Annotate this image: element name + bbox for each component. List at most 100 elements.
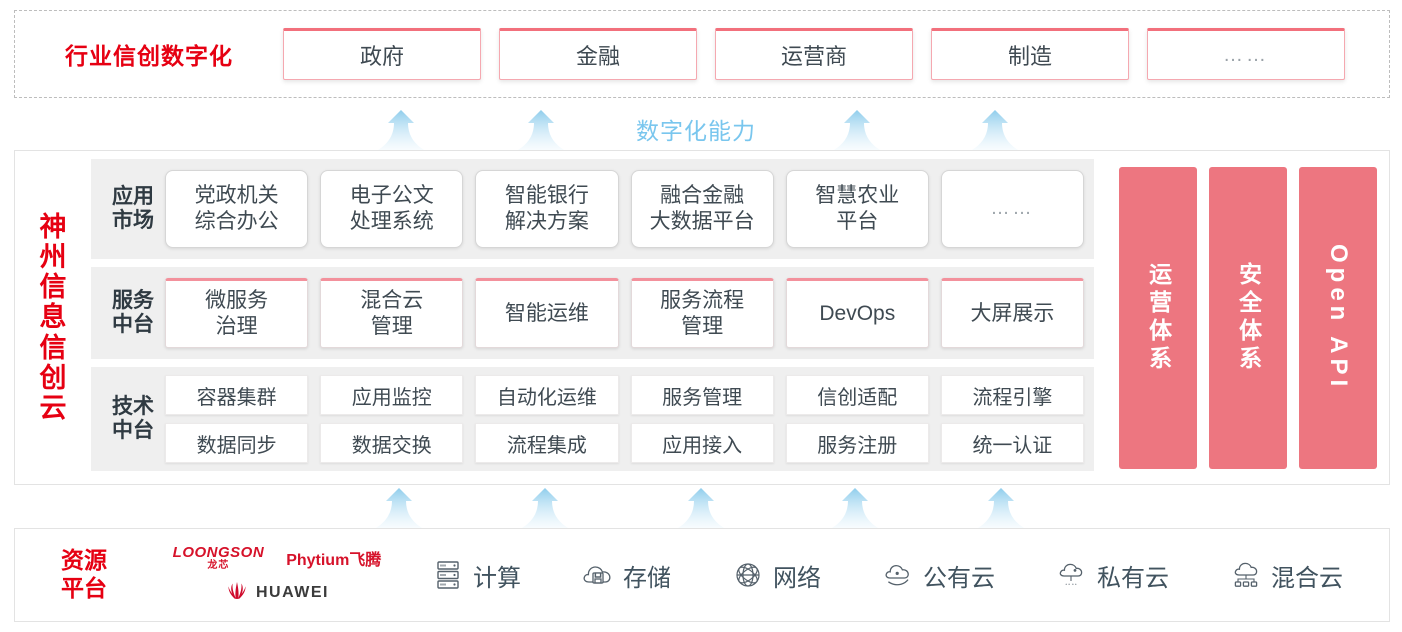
layer-label-technology-platform: 技术 中台 — [101, 395, 165, 442]
cloud-title-char: 息 — [39, 302, 67, 333]
up-arrow-icon — [978, 488, 1024, 528]
resource-item-compute[interactable]: 计算 — [431, 558, 521, 593]
layer-service-platform: 服务 中台 微服务 治理 混合云 管 — [91, 267, 1094, 359]
cloud-title-char: 创 — [39, 362, 67, 393]
phytium-logo: Phytium飞腾 — [286, 552, 382, 569]
pillar-security-system[interactable]: 安全体系 — [1209, 167, 1287, 469]
card-line: 管理 — [681, 315, 724, 338]
resource-item-label: 混合云 — [1271, 564, 1343, 592]
loongson-logo-cn: 龙芯 — [207, 560, 230, 571]
cloud-title-char: 信 — [39, 272, 67, 303]
resource-item-label: 网络 — [773, 564, 821, 592]
layer-label-line: 应用 — [112, 185, 154, 209]
industry-band-title: 行业信创数字化 — [65, 43, 233, 69]
service-card-intelligent-ops[interactable]: 智能运维 — [475, 278, 619, 348]
hybrid-cloud-icon — [1229, 558, 1263, 592]
technology-card-row: 容器集群 应用监控 自动化运维 服务管理 信创适配 流程引擎 — [165, 375, 1085, 415]
tech-card-container-cluster[interactable]: 容器集群 — [165, 375, 309, 415]
card-line: 电子公文 — [349, 184, 434, 208]
app-card-edoc-system[interactable]: 电子公文 处理系统 — [320, 170, 464, 248]
layer-label-line: 技术 — [112, 395, 154, 419]
industry-card-finance[interactable]: 金融 — [499, 28, 697, 80]
card-line: 综合办公 — [194, 210, 279, 233]
resource-item-list: 计算 存储 — [401, 558, 1389, 593]
card-line: 智能银行 — [504, 184, 589, 208]
card-line: 微服务 — [205, 289, 269, 313]
layer-label-line: 市场 — [112, 209, 154, 232]
network-icon — [731, 558, 765, 592]
service-card-hybrid-cloud-management[interactable]: 混合云 管理 — [320, 278, 464, 348]
vendor-logo-row: LOONGSON 龙芯 Phytium飞腾 — [173, 545, 382, 571]
huawei-logo: HUAWEI — [225, 580, 329, 605]
industry-band: 行业信创数字化 政府 金融 运营商 制造 …… — [14, 10, 1390, 98]
app-card-finance-bigdata[interactable]: 融合金融 大数据平台 — [630, 170, 774, 248]
layer-label-line: 中台 — [112, 419, 154, 442]
tech-card-xinchuang-adaptation[interactable]: 信创适配 — [785, 375, 929, 415]
card-line: 大数据平台 — [649, 210, 755, 233]
resource-item-storage[interactable]: 存储 — [581, 558, 671, 593]
pillar-open-api[interactable]: Open API — [1299, 167, 1377, 469]
service-card-devops[interactable]: DevOps — [785, 278, 929, 348]
industry-card-telecom[interactable]: 运营商 — [715, 28, 913, 80]
technology-card-rows: 容器集群 应用监控 自动化运维 服务管理 信创适配 流程引擎 数据同步 数据交换… — [165, 375, 1085, 463]
layer-label-application-market: 应用 市场 — [101, 185, 165, 232]
card-line: 平台 — [836, 210, 879, 233]
resource-item-private-cloud[interactable]: 私有云 — [1055, 558, 1169, 593]
server-rack-icon — [431, 558, 465, 592]
application-card-list: 党政机关 综合办公 电子公文 处理系统 智能银行 — [165, 170, 1085, 248]
layer-application-market: 应用 市场 党政机关 综合办公 电子公文 — [91, 159, 1094, 259]
tech-card-data-sync[interactable]: 数据同步 — [165, 423, 309, 463]
pillar-group: 运营体系 安全体系 Open API — [1119, 167, 1377, 469]
resource-item-label: 存储 — [623, 564, 671, 592]
tech-card-app-monitoring[interactable]: 应用监控 — [320, 375, 464, 415]
up-arrow-icon — [834, 110, 880, 150]
up-arrow-icon — [972, 110, 1018, 150]
service-card-service-process-management[interactable]: 服务流程 管理 — [630, 278, 774, 348]
public-cloud-icon — [881, 558, 915, 592]
capability-label: 数字化能力 — [636, 118, 756, 144]
service-card-microservice-governance[interactable]: 微服务 治理 — [165, 278, 309, 348]
card-line: 处理系统 — [349, 210, 434, 233]
industry-card-government[interactable]: 政府 — [283, 28, 481, 80]
cloud-title-char: 信 — [39, 332, 67, 363]
tech-card-service-registry[interactable]: 服务注册 — [785, 423, 929, 463]
tech-card-process-integration[interactable]: 流程集成 — [475, 423, 619, 463]
service-card-dashboard-display[interactable]: 大屏展示 — [940, 278, 1085, 348]
tech-card-app-access[interactable]: 应用接入 — [630, 423, 774, 463]
layer-label-line: 服务 — [112, 289, 154, 313]
resource-title-line: 平台 — [61, 575, 107, 601]
resource-item-label: 计算 — [473, 564, 521, 592]
resource-item-network[interactable]: 网络 — [731, 558, 821, 593]
vendor-logo-group: LOONGSON 龙芯 Phytium飞腾 HUAWEI — [153, 545, 401, 605]
card-line: 管理 — [370, 315, 413, 338]
app-card-government-office[interactable]: 党政机关 综合办公 — [165, 170, 309, 248]
app-card-more[interactable]: …… — [940, 170, 1085, 248]
card-line: 治理 — [215, 315, 258, 338]
tech-card-unified-auth[interactable]: 统一认证 — [940, 423, 1085, 463]
pillar-operations-system[interactable]: 运营体系 — [1119, 167, 1197, 469]
industry-card-manufacturing[interactable]: 制造 — [931, 28, 1129, 80]
tech-card-process-engine[interactable]: 流程引擎 — [940, 375, 1085, 415]
technology-card-row: 数据同步 数据交换 流程集成 应用接入 服务注册 统一认证 — [165, 423, 1085, 463]
up-arrow-icon — [518, 110, 564, 150]
cloud-panel: 神 州 信 息 信 创 云 应用 市场 党政机关 — [14, 150, 1390, 485]
card-line: 融合金融 — [660, 184, 745, 208]
app-card-smart-bank[interactable]: 智能银行 解决方案 — [475, 170, 619, 248]
tech-card-service-management[interactable]: 服务管理 — [630, 375, 774, 415]
industry-card-more[interactable]: …… — [1147, 28, 1345, 80]
service-card-list: 微服务 治理 混合云 管理 智能运维 — [165, 278, 1085, 348]
resource-item-label: 公有云 — [923, 564, 995, 592]
pillar-label: Open API — [1325, 244, 1352, 392]
cloud-title-char: 神 — [39, 211, 67, 242]
up-arrow-icon — [378, 110, 424, 150]
cloud-panel-body: 应用 市场 党政机关 综合办公 电子公文 — [91, 151, 1389, 484]
app-card-smart-agriculture[interactable]: 智慧农业 平台 — [785, 170, 929, 248]
pillar-label: 运营体系 — [1145, 262, 1172, 374]
resource-band-title: 资源 平台 — [15, 547, 153, 602]
tech-card-automated-ops[interactable]: 自动化运维 — [475, 375, 619, 415]
up-arrow-icon — [832, 488, 878, 528]
resource-item-hybrid-cloud[interactable]: 混合云 — [1229, 558, 1343, 593]
tech-card-data-exchange[interactable]: 数据交换 — [320, 423, 464, 463]
resource-item-public-cloud[interactable]: 公有云 — [881, 558, 995, 593]
